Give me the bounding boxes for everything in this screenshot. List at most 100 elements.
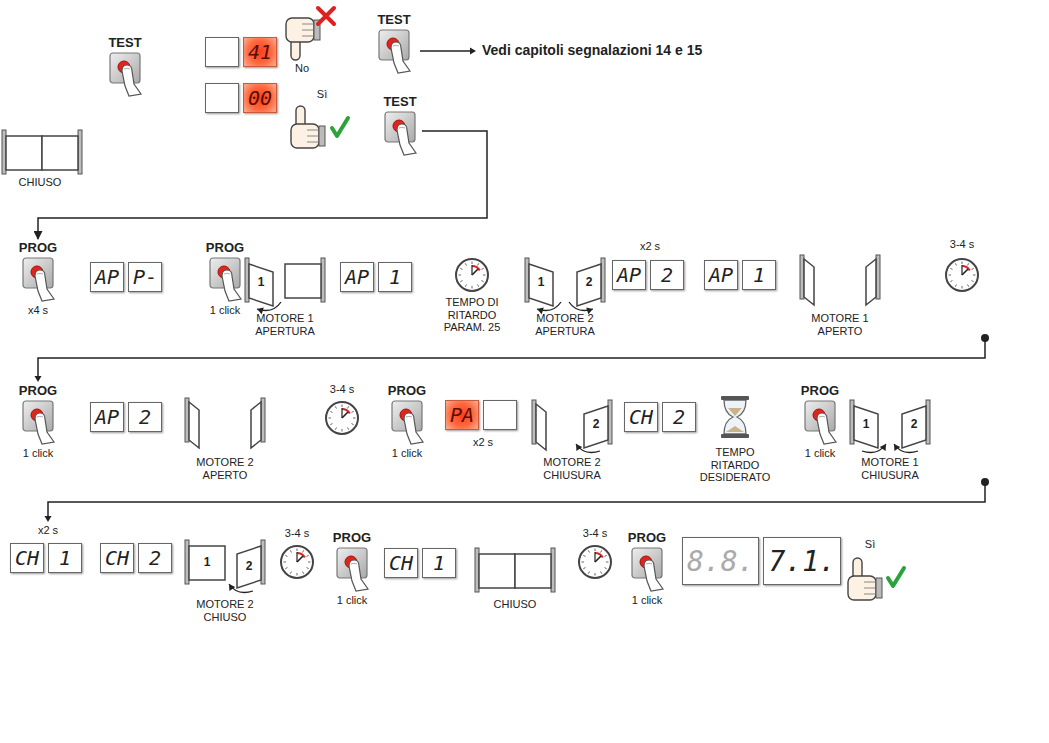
leaf-number: 2 xyxy=(907,418,921,432)
push-button: PROG xyxy=(330,530,374,592)
step-label: MOTORE 1 CHIUSURA xyxy=(850,456,930,481)
leaf-number: 1 xyxy=(200,556,214,570)
clock-tick xyxy=(583,568,585,569)
clock-tick xyxy=(588,550,589,552)
push-button-icon xyxy=(20,256,56,302)
clock-tick xyxy=(330,424,332,425)
clock-tick xyxy=(285,555,287,556)
leaf-number: 2 xyxy=(242,560,256,574)
button-caption: PROG xyxy=(19,383,57,399)
step-label: TEMPO RITARDO DESIDERATO xyxy=(692,446,778,484)
display-digit: 1 xyxy=(742,260,776,290)
clock-tick xyxy=(962,286,963,289)
step-label: MOTORE 1 APERTO xyxy=(803,312,877,337)
clock-hand xyxy=(962,269,968,275)
display-digit: AP xyxy=(90,402,124,432)
hourglass-glass xyxy=(724,400,746,434)
display-digit: P- xyxy=(128,262,162,292)
gate-illustration xyxy=(850,400,930,452)
clock-tick xyxy=(342,429,343,432)
gate-leaf xyxy=(804,259,814,305)
pressing-finger xyxy=(391,42,410,73)
display-digit-empty xyxy=(205,83,239,113)
gate-leaf xyxy=(866,259,876,305)
clock-hand xyxy=(297,556,303,562)
pressing-finger xyxy=(349,560,368,591)
clock-tick xyxy=(352,411,354,412)
step-label: 1 click xyxy=(327,594,377,607)
step-label: MOTORE 2 APERTURA xyxy=(528,312,602,337)
hourglass-frame xyxy=(721,434,749,438)
display-digit: 41 xyxy=(243,37,277,67)
clock-hand xyxy=(595,556,601,562)
pressing-finger xyxy=(397,124,416,155)
timer-clock-icon xyxy=(579,546,611,578)
step-label: 3-4 s xyxy=(575,527,615,540)
display-digit: AP xyxy=(90,262,124,292)
finger-line xyxy=(864,582,876,583)
segment-display: APP- xyxy=(90,262,162,292)
display-digit-empty xyxy=(483,400,517,430)
arrow-head xyxy=(894,444,900,451)
arrow-head xyxy=(576,444,582,451)
push-button-icon xyxy=(382,110,418,156)
finger-nail xyxy=(124,68,130,70)
hourglass-icon xyxy=(721,396,749,438)
step-label: 3-4 s xyxy=(277,527,317,540)
clock-tick xyxy=(482,281,484,282)
step-label: Sì xyxy=(855,538,885,551)
step-label: x2 s xyxy=(630,240,670,253)
clock-tick xyxy=(601,572,602,574)
finger-nail xyxy=(351,563,357,565)
button-caption: PROG xyxy=(19,240,57,256)
clock-tick xyxy=(308,562,311,563)
display-digit: CH xyxy=(100,543,134,573)
clock-hand xyxy=(961,265,962,275)
push-button: PROG xyxy=(16,240,60,302)
segment-display: CH1 xyxy=(10,543,82,573)
gate-illustration xyxy=(185,540,265,592)
clock-tick xyxy=(955,285,956,287)
clock-hand xyxy=(594,552,595,562)
gate-leaf xyxy=(577,264,601,306)
clock-tick xyxy=(972,281,974,282)
clock-tick xyxy=(303,550,304,552)
pressing-finger xyxy=(644,560,663,591)
arrow-head xyxy=(35,376,42,382)
timer-clock-icon xyxy=(456,259,488,291)
arrow-head xyxy=(229,584,235,591)
clock-tick xyxy=(605,555,607,556)
clock-face xyxy=(281,546,313,578)
clock-tick xyxy=(472,286,473,289)
arrow-head xyxy=(880,444,886,451)
clock-tick xyxy=(482,268,484,269)
step-label: x4 s xyxy=(16,304,60,317)
clock-tick xyxy=(955,263,956,265)
clock-tick xyxy=(342,405,343,408)
push-button: PROG xyxy=(16,383,60,445)
thumb-up-icon xyxy=(291,106,325,148)
push-button: PROG xyxy=(203,240,247,302)
clock-tick xyxy=(583,555,585,556)
clock-mark xyxy=(472,266,480,271)
cuff xyxy=(876,578,882,598)
clock-mark xyxy=(297,553,305,558)
clock-tick xyxy=(459,275,462,276)
gate-illustration xyxy=(532,400,612,452)
cuff xyxy=(319,126,325,146)
segment-display: AP1 xyxy=(340,262,412,292)
finger-line xyxy=(307,130,319,131)
clock-tick xyxy=(352,424,354,425)
clock-tick xyxy=(335,428,336,430)
clock-tick xyxy=(284,562,287,563)
gate-illustration xyxy=(245,258,325,314)
display-digit: 1 xyxy=(48,543,82,573)
display-digit: 7.1. xyxy=(763,537,840,585)
motion-arrow xyxy=(862,444,886,452)
step-label: 1 click xyxy=(13,447,63,460)
push-button: TEST xyxy=(378,94,422,156)
gate-leaf xyxy=(584,406,608,448)
finger-nail xyxy=(406,416,412,418)
gate-leaf xyxy=(285,264,321,298)
clock-tick xyxy=(303,572,304,574)
